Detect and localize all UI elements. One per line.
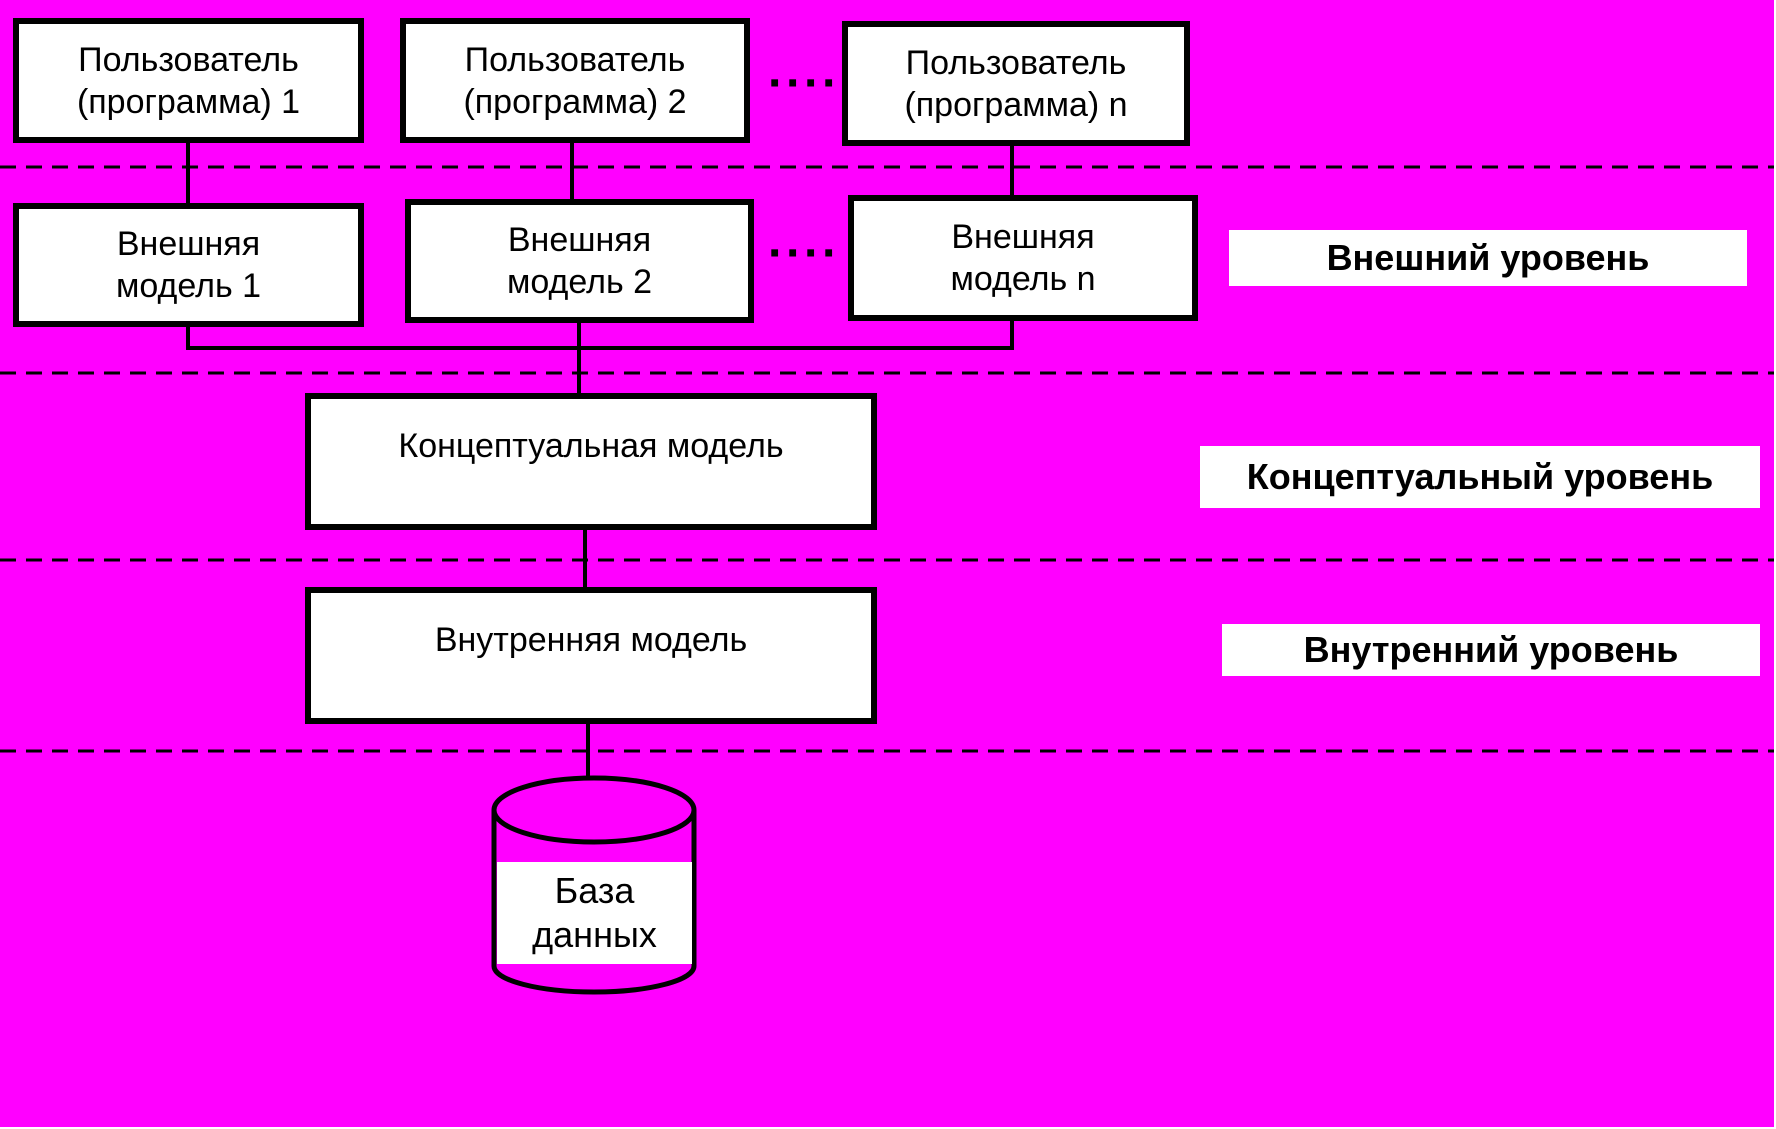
external-model-n-line2: модель n — [950, 260, 1096, 298]
database-line1: База — [554, 870, 635, 911]
level-label-internal: Внутренний уровень — [1222, 624, 1760, 676]
user-1-line1: Пользователь — [78, 40, 299, 79]
external-model-box-1: Внешняя модель 1 — [13, 203, 364, 327]
level-label-conceptual: Концептуальный уровень — [1200, 446, 1760, 508]
external-model-2-line2: модель 2 — [506, 263, 653, 301]
users-ellipsis: ···· — [768, 74, 840, 96]
database-label: База данных — [497, 862, 692, 964]
user-2-line2: (программа) 2 — [463, 82, 687, 121]
user-n-line2: (программа) n — [904, 85, 1128, 124]
level-label-external: Внешний уровень — [1229, 230, 1747, 286]
user-1-line2: (программа) 1 — [76, 82, 301, 121]
external-model-1-line1: Внешняя — [116, 225, 261, 263]
models-ellipsis: ···· — [768, 244, 840, 266]
user-2-line1: Пользователь — [464, 40, 686, 79]
external-model-box-2: Внешняя модель 2 — [405, 199, 754, 323]
user-n-line1: Пользователь — [905, 43, 1127, 82]
user-box-n: Пользователь (программа) n — [842, 21, 1190, 146]
internal-model-box: Внутренняя модель — [305, 587, 877, 724]
database-line2: данных — [532, 914, 657, 955]
external-model-n-line1: Внешняя — [951, 218, 1095, 256]
internal-model-label: Внутренняя модель — [434, 621, 748, 659]
user-box-2: Пользователь (программа) 2 — [400, 18, 750, 143]
external-model-2-line1: Внешняя — [507, 221, 652, 259]
external-model-box-n: Внешняя модель n — [848, 195, 1198, 321]
user-box-1: Пользователь (программа) 1 — [13, 18, 364, 143]
external-model-1-line2: модель 1 — [115, 267, 262, 305]
conceptual-model-box: Концептуальная модель — [305, 393, 877, 530]
conceptual-model-label: Концептуальная модель — [398, 427, 784, 465]
